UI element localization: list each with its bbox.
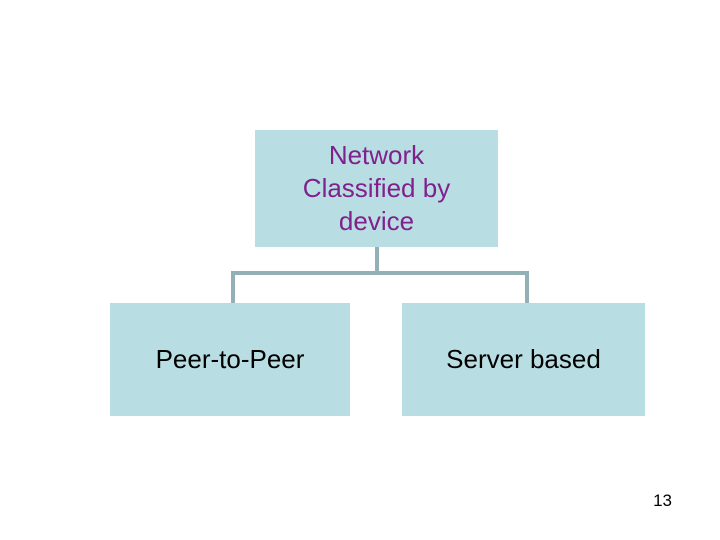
diagram-node-server-based: Server based (402, 303, 645, 416)
diagram-node-root-label: Network Classified by device (302, 139, 451, 237)
diagram-node-root: Network Classified by device (255, 130, 498, 247)
connector-stem-root (375, 247, 379, 273)
connector-drop-right (525, 271, 529, 304)
diagram-node-peer-to-peer-label: Peer-to-Peer (155, 343, 305, 374)
connector-horizontal-bar (231, 271, 529, 275)
connector-drop-left (231, 271, 235, 304)
diagram-node-peer-to-peer: Peer-to-Peer (110, 303, 350, 416)
diagram-node-server-based-label: Server based (446, 343, 601, 374)
slide-number: 13 (653, 491, 672, 510)
